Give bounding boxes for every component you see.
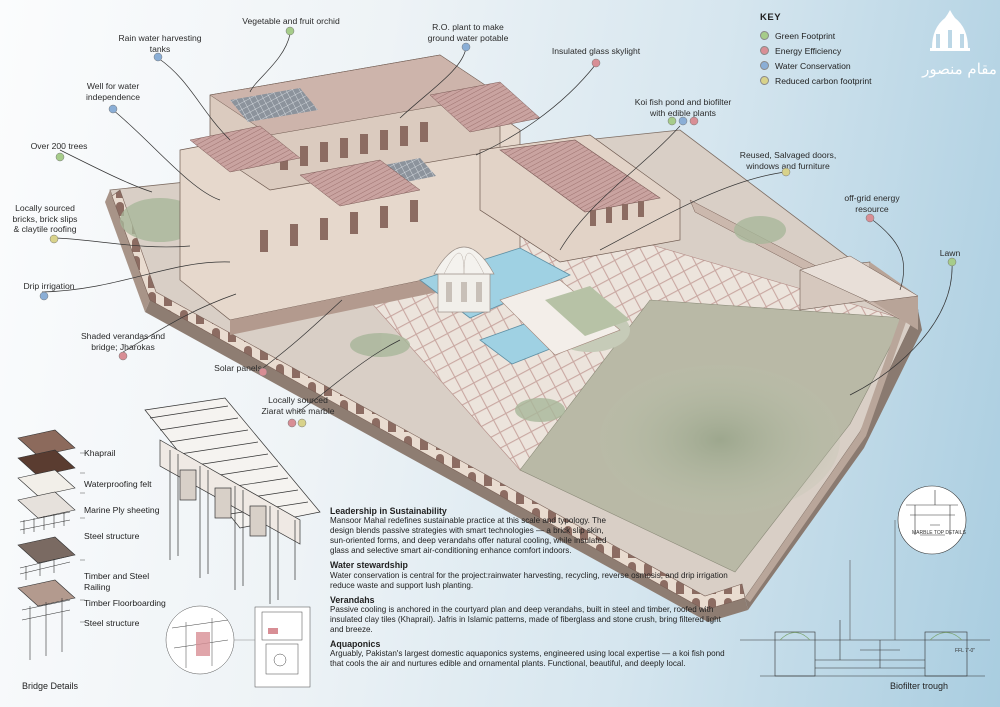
callout-solar-text: Solar panels: [214, 363, 262, 373]
callout-koi-text: Koi fish pond and biofilter with edible …: [634, 97, 732, 118]
callout-orchid: Vegetable and fruit orchid: [232, 16, 350, 27]
logo-text: مقام منصور: [922, 60, 997, 78]
callout-rain-text: Rain water harvesting tanks: [118, 33, 202, 54]
dot-rain-blue: [153, 52, 163, 62]
caption-bridge-details: Bridge Details: [22, 681, 79, 691]
layer-label-floorboarding: Timber Floorboarding: [84, 598, 166, 608]
key-item: Green Footprint: [760, 28, 910, 43]
callout-trees: Over 200 trees: [24, 141, 94, 152]
callout-bricks-text: Locally sourced bricks, brick slips & cl…: [12, 203, 78, 234]
dot-offgrid-red: [865, 213, 875, 223]
dot-marble-red: [287, 418, 297, 428]
dot-well-blue: [108, 104, 118, 114]
dot-reused-yellow: [781, 167, 791, 177]
key-title: KEY: [760, 12, 782, 23]
callout-ro-plant: R.O. plant to make ground water potable: [418, 22, 518, 43]
section-heading: Aquaponics: [330, 639, 381, 650]
callout-skylight: Insulated glass skylight: [548, 46, 644, 57]
key-label: Reduced carbon footprint: [775, 75, 872, 86]
key-label: Water Conservation: [775, 60, 851, 71]
section-heading: Leadership in Sustainability: [330, 506, 447, 516]
callout-orchid-text: Vegetable and fruit orchid: [242, 16, 340, 26]
callout-bricks: Locally sourced bricks, brick slips & cl…: [4, 203, 86, 235]
dot-trees-green: [55, 152, 65, 162]
dot-koi-green: [667, 116, 677, 126]
layer-label-khaprail: Khaprail: [84, 448, 116, 458]
caption-biofilter: Biofilter trough: [890, 681, 949, 691]
callout-verandas: Shaded verandas and bridge; Jharokas: [74, 331, 172, 352]
main-building: [179, 54, 541, 335]
callout-solar: Solar panels: [212, 363, 264, 374]
east-wing: [479, 134, 681, 263]
dot-solar-red: [258, 367, 268, 377]
caption-marble-top: MARBLE TOP DETAILS: [912, 530, 966, 536]
callout-reused: Reused, Salvaged doors, windows and furn…: [738, 150, 838, 171]
layer-label-ply: Marine Ply sheeting: [84, 505, 160, 515]
dot-skylight-red: [591, 58, 601, 68]
key-dot-green: [760, 31, 769, 40]
callout-marble: Locally sourced Ziarat white marble: [254, 395, 342, 416]
key-label: Energy Efficiency: [775, 45, 842, 56]
callout-leader-lines: [41, 33, 953, 413]
callout-drip: Drip irrigation: [14, 281, 84, 292]
marble-dome-pavilion: [433, 246, 495, 313]
callout-off-grid: off-grid energy resource: [832, 193, 912, 214]
dot-koi-blue: [678, 116, 688, 126]
key-dot-yellow: [760, 76, 769, 85]
callout-drip-text: Drip irrigation: [23, 281, 75, 291]
callout-well-text: Well for water independence: [85, 81, 140, 102]
caption-ffl: FFL 7'-0": [955, 648, 976, 654]
key-dot-red: [760, 46, 769, 55]
callout-ro-plant-text: R.O. plant to make ground water potable: [427, 22, 509, 43]
dot-orchid-green: [285, 26, 295, 36]
key-item: Energy Efficiency: [760, 43, 910, 58]
domed-pavilion-logo-icon: [930, 10, 970, 51]
bridge-isometric-drawing: [144, 397, 321, 604]
dot-verandas-red: [118, 351, 128, 361]
key-label: Green Footprint: [775, 30, 836, 41]
layer-label-steel-1: Steel structure: [84, 531, 140, 541]
dot-ro-blue: [461, 42, 471, 52]
callout-lawn: Lawn: [930, 248, 970, 259]
layer-label-steel-2: Steel structure: [84, 618, 140, 628]
off-grid-energy-block: [799, 255, 919, 330]
callout-reused-text: Reused, Salvaged doors, windows and furn…: [739, 150, 837, 171]
legend-key: KEY Green Footprint Energy Efficiency Wa…: [760, 12, 910, 88]
callout-koi-pond: Koi fish pond and biofilter with edible …: [628, 97, 738, 118]
callout-trees-text: Over 200 trees: [30, 141, 88, 151]
bridge-exploded-layers: [17, 429, 85, 660]
layer-label-felt: Waterproofing felt: [84, 479, 152, 489]
callout-skylight-text: Insulated glass skylight: [551, 46, 641, 56]
callout-verandas-text: Shaded verandas and bridge; Jharokas: [80, 331, 166, 352]
description-text: Leadership in Sustainability Mansoor Mah…: [330, 506, 728, 669]
section-body: Arguably, Pakistan's largest domestic aq…: [330, 649, 725, 669]
dot-drip-blue: [39, 291, 49, 301]
callout-lawn-text: Lawn: [939, 248, 961, 258]
section-body: Mansoor Mahal redefines sustainable prac…: [330, 516, 607, 556]
dot-lawn-green: [947, 257, 957, 267]
section-heading: Verandahs: [330, 594, 375, 605]
section-heading: Water stewardship: [330, 560, 408, 571]
callout-marble-text: Locally sourced Ziarat white marble: [261, 395, 335, 416]
callout-offgrid-text: off-grid energy resource: [844, 193, 900, 214]
key-item: Reduced carbon footprint: [760, 73, 910, 88]
key-item: Water Conservation: [760, 58, 910, 73]
callout-well: Well for water independence: [70, 81, 156, 102]
layer-label-railing: Timber and Steel Railing: [84, 571, 150, 592]
key-dot-blue: [760, 61, 769, 70]
solar-panel-array-1: [230, 88, 318, 122]
callout-rain-harvesting: Rain water harvesting tanks: [112, 33, 208, 54]
biofilter-section-drawing: [740, 485, 990, 677]
dot-bricks-yellow: [49, 234, 59, 244]
plan-inset: [165, 605, 311, 688]
section-body: Water conservation is central for the pr…: [330, 570, 728, 590]
dot-koi-red: [689, 116, 699, 126]
section-body: Passive cooling is anchored in the court…: [330, 604, 721, 635]
dot-marble-yellow: [297, 418, 307, 428]
